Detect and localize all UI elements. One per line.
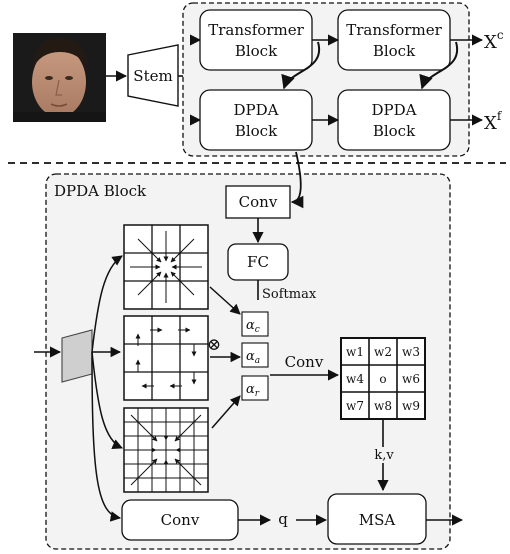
conv-top-label: Conv [239,193,278,211]
alpha-a-box [241,342,269,368]
alpha-r-label: αr [246,382,260,399]
q-label: q [278,510,288,528]
kv-label-bg [370,447,398,463]
dpda-block-2-line-1: DPDA [372,101,417,119]
kernel-cell-5: o [379,372,386,386]
grid3-to-alpha-r-arrow [211,395,241,429]
alpha-r-box [241,375,269,401]
kv-label: k,v [374,448,394,463]
kernel-cell-7: w7 [346,399,364,413]
dense-attention-grid [123,407,209,493]
kernel-cell-2: w2 [374,345,392,359]
kernel-cell-3: w3 [402,345,420,359]
alpha-c-box [241,311,269,337]
dpda-block-2-line-2: Block [373,122,416,140]
conv-bottom-label: Conv [161,511,200,529]
transformer-block-1-line-1: Transformer [208,21,304,39]
conv-mid-label: Conv [285,353,324,371]
central-attention-grid [123,224,209,310]
alpha-a-label: αa [246,349,260,366]
msa-label: MSA [359,511,396,529]
axial-attention-grid [123,315,209,401]
dpda-block-1-line-1: DPDA [234,101,279,119]
stem-label: Stem [133,67,172,85]
dpda-block-1 [199,89,313,151]
transformer-block-2-line-1: Transformer [346,21,442,39]
transformer-block-1 [199,9,313,71]
grid1-to-alpha-c-arrow [209,286,241,315]
input-feature-map [61,329,93,383]
dynamic-kernel-grid [340,337,426,420]
kernel-cell-8: w8 [374,399,392,413]
otimes-symbol: ⊗ [207,335,221,355]
kernel-cell-4: w4 [346,372,364,386]
transformer-block-1-line-2: Block [235,42,278,60]
stem-block [127,44,179,107]
msa-box [327,493,427,545]
feature-to-grid1-arrow [91,255,123,353]
transformer2-to-dpda2-cross-arrow [419,41,459,90]
kernel-cell-9: w9 [402,399,420,413]
output-c-label: Xc [484,28,504,53]
alpha-c-label: αc [246,318,260,335]
feature-to-grid3-arrow [91,351,123,449]
output-f-label: Xf [484,109,503,134]
face-photo [13,33,106,122]
fc-label: FC [247,253,269,271]
transformer-block-2 [337,9,451,71]
softmax-label: Softmax [262,287,317,302]
kernel-cell-1: w1 [346,345,364,359]
dpda-block-2 [337,89,451,151]
dpda-detail-title: DPDA Block [54,182,147,200]
dpda-zoom-arrow [290,151,304,209]
kernel-cell-6: w6 [402,372,420,386]
transformer-block-2-line-2: Block [373,42,416,60]
feature-to-conv-bottom-arrow [91,351,122,522]
transformer1-to-dpda1-cross-arrow [281,41,321,90]
dpda-block-1-line-2: Block [235,122,278,140]
